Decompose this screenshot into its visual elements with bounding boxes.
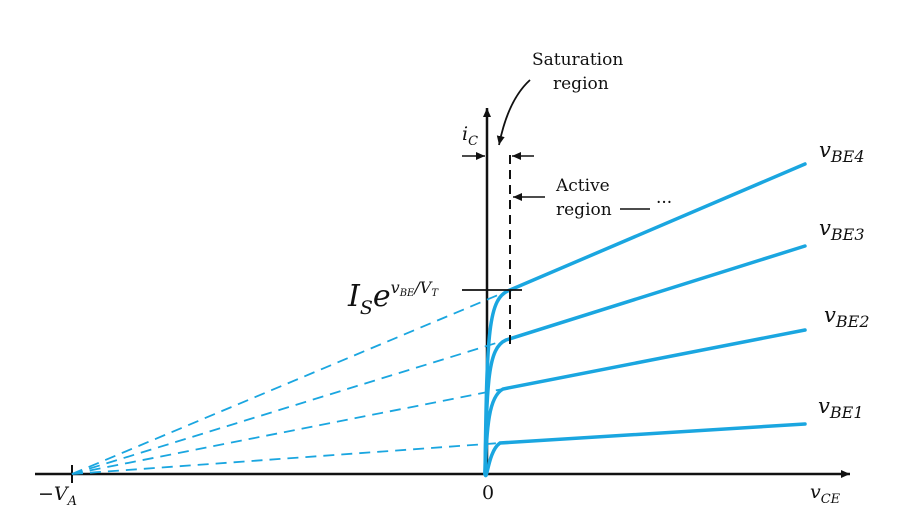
- origin-label: 0: [482, 482, 494, 504]
- extrapolation-line: [71, 339, 507, 475]
- characteristic-curve: [483, 422, 807, 478]
- va-label: −VA: [38, 483, 77, 509]
- x-axis-label: vCE: [810, 481, 841, 507]
- characteristic-curves: [483, 162, 807, 478]
- characteristic-curve: [483, 162, 807, 476]
- curve-label-vbe1: vBE1: [818, 394, 864, 422]
- intercept-label: ISevBE/VT: [347, 278, 439, 319]
- extrapolation-line: [71, 289, 511, 475]
- curve-label-vbe3: vBE3: [819, 216, 865, 244]
- early-voltage-extrapolation-lines: [71, 289, 511, 475]
- active-label-line1: Active: [555, 176, 610, 196]
- active-label-ellipsis: ···: [656, 193, 672, 213]
- active-label-line2: region: [556, 200, 612, 220]
- extrapolation-line: [71, 388, 504, 475]
- saturation-label-line1: Saturation: [532, 50, 623, 70]
- extrapolation-line: [71, 442, 501, 475]
- saturation-pointer-arrow: [496, 79, 531, 146]
- characteristic-curve: [483, 328, 807, 476]
- curve-label-vbe2: vBE2: [824, 303, 870, 331]
- y-axis-label: iC: [462, 123, 478, 149]
- curve-label-vbe4: vBE4: [819, 138, 865, 166]
- saturation-label-line2: region: [553, 74, 609, 94]
